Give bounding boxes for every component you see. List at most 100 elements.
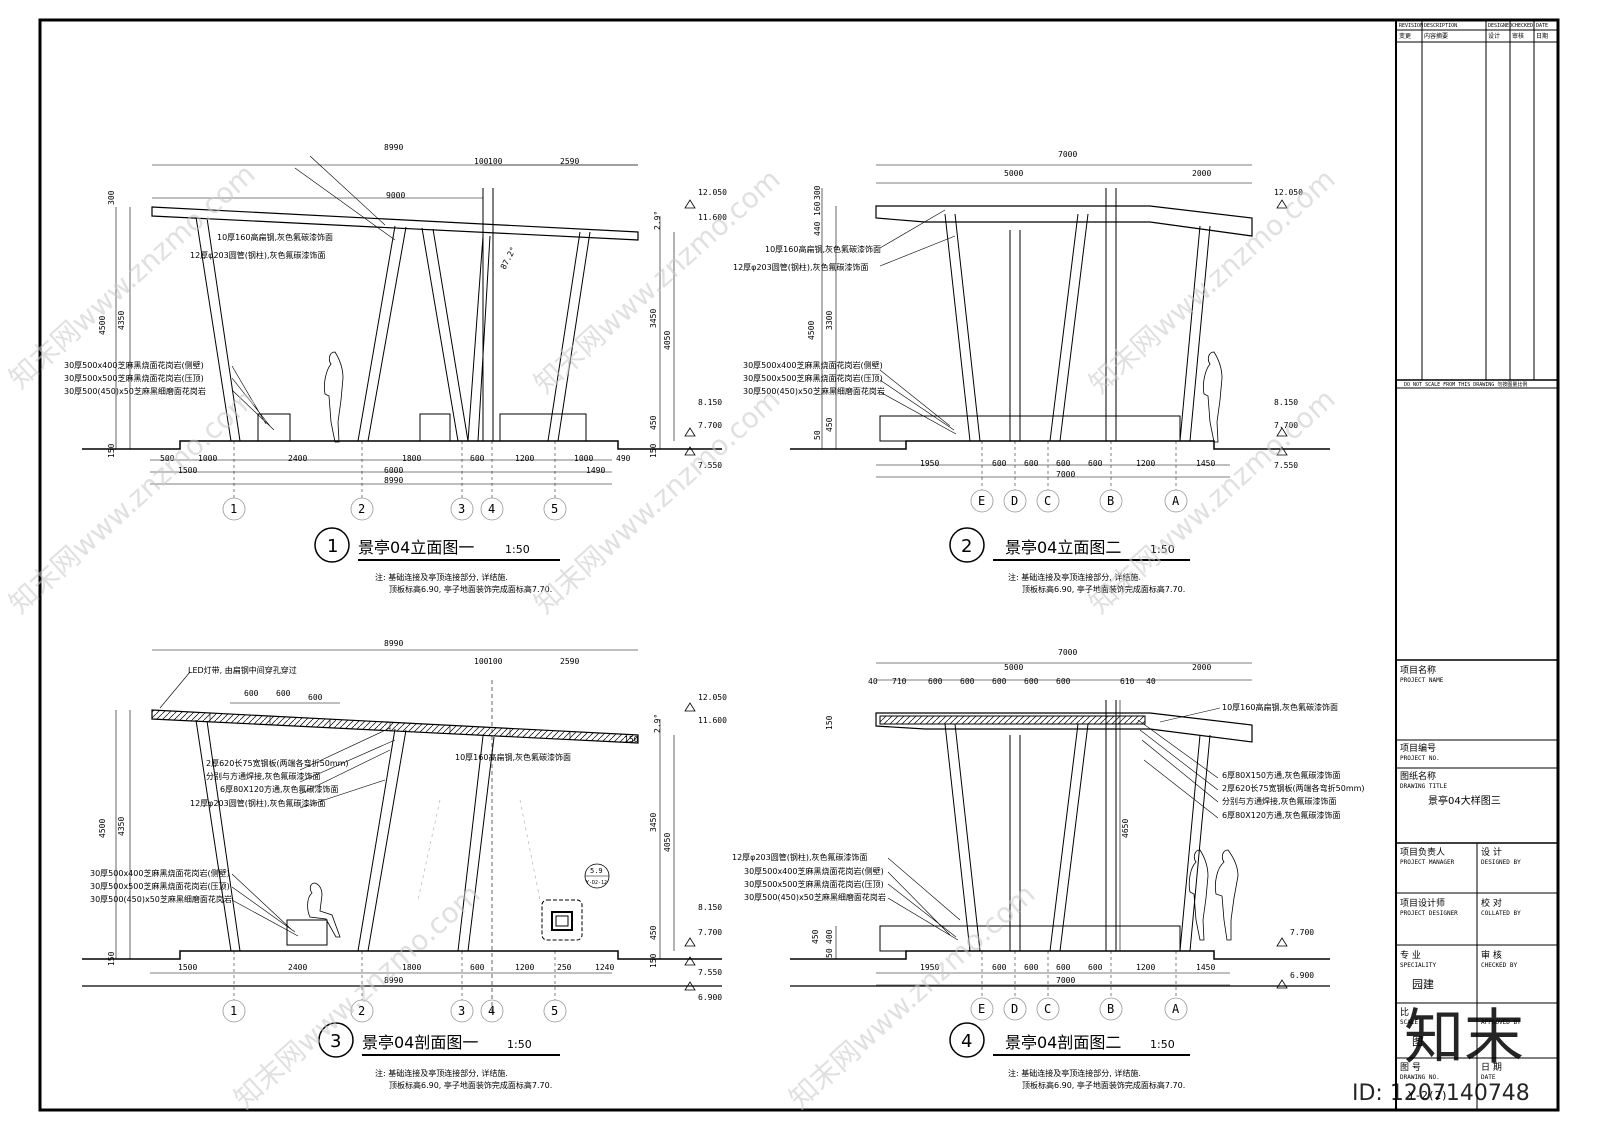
v3-dim-b-0: 1500 bbox=[178, 963, 197, 972]
v2-dim-b-7: 7000 bbox=[1056, 470, 1075, 479]
v2-axis-0: E bbox=[978, 494, 985, 508]
v1-label-0: 10厚160高扁钢,灰色氟碳漆饰面 bbox=[217, 232, 333, 242]
v1-dim-b-11: 8990 bbox=[384, 476, 403, 485]
collated-en: COLLATED BY bbox=[1481, 910, 1521, 917]
v1-dim-r-2: 4050 bbox=[663, 331, 672, 350]
view-2-text: 7000 5000 2000 10厚160高扁钢,灰色氟碳漆饰面 12厚φ203… bbox=[733, 150, 1303, 594]
v2-label-3: 30厚500x500芝麻黑烧面花岗岩(压顶) bbox=[743, 373, 883, 383]
v1-axis-4: 5 bbox=[551, 502, 558, 516]
drawing-no-value: Y-2(2) bbox=[1408, 1089, 1448, 1102]
v2-dim-top-0: 7000 bbox=[1058, 150, 1077, 159]
v3-dim-b-7: 8990 bbox=[384, 976, 403, 985]
scale-value: 图 bbox=[1412, 1035, 1423, 1048]
v3-title: 景亭04剖面图一 bbox=[362, 1033, 478, 1052]
v1-dim-top-4: 9000 bbox=[386, 191, 405, 200]
title-block bbox=[1396, 20, 1558, 1110]
rev-head-cn-5: 日期 bbox=[1536, 32, 1548, 40]
v3-dim-b-6: 1240 bbox=[595, 963, 614, 972]
v4-label-r-1: 6厚80X150方通,灰色氟碳漆饰面 bbox=[1222, 770, 1341, 780]
v3-label-3: 6厚80X120方通,灰色氟碳漆饰面 bbox=[220, 784, 339, 794]
v3-axis-4: 5 bbox=[551, 1004, 558, 1018]
v3-dim-r-3: 4050 bbox=[663, 833, 672, 852]
v2-dim-l-0: 300 bbox=[813, 185, 822, 200]
v1-dim-r-4: 150 bbox=[649, 443, 658, 458]
v3-dim-b-1: 2400 bbox=[288, 963, 307, 972]
v4-dim-top-1: 5000 bbox=[1004, 663, 1023, 672]
v4-axis-3: B bbox=[1107, 1002, 1114, 1016]
v4-level-1: 6.900 bbox=[1290, 971, 1314, 980]
v2-label-2: 30厚500x400芝麻黑烧面花岗岩(侧壁) bbox=[743, 360, 883, 370]
v1-axis-2: 3 bbox=[458, 502, 465, 516]
v2-dim-l-3: 4500 bbox=[807, 321, 816, 340]
checked-en: CHECKED BY bbox=[1481, 962, 1518, 969]
watermark-text-8: 知末网www.znzmo.com bbox=[783, 877, 1042, 1115]
v1-dim-b-2: 2400 bbox=[288, 454, 307, 463]
v4-dim-top-11: 40 bbox=[1146, 677, 1156, 686]
v2-level-2: 7.700 bbox=[1274, 421, 1298, 430]
project-name-en: PROJECT NAME bbox=[1400, 677, 1444, 684]
v3-label-4: 12厚φ203圆管(钢柱),灰色氟碳漆饰面 bbox=[190, 798, 326, 808]
v3-label-7: 30厚500(450)x50芝麻黑细磨面花岗岩 bbox=[90, 894, 232, 904]
watermark-text-3: 知末网www.znzmo.com bbox=[1083, 162, 1342, 400]
v3-level-3: 7.700 bbox=[698, 928, 722, 937]
v4-label-l-0: 12厚φ203圆管(钢柱),灰色氟碳漆饰面 bbox=[732, 852, 868, 862]
v4-dim-b-5: 1200 bbox=[1136, 963, 1155, 972]
checked-cn: 审 核 bbox=[1481, 949, 1502, 961]
pm-en: PROJECT MANAGER bbox=[1400, 859, 1455, 866]
v4-label-l-2: 30厚500x500芝麻黑烧面花岗岩(压顶) bbox=[744, 879, 884, 889]
v4-dim-b-0: 1950 bbox=[920, 963, 939, 972]
v1-dim-r-1: 3450 bbox=[649, 309, 658, 328]
v3-dim-r-1: 150 bbox=[624, 735, 639, 744]
v3-dim-top-6: 600 bbox=[308, 693, 323, 702]
watermark-text-6: 知末网www.znzmo.com bbox=[1083, 382, 1342, 620]
v4-axis-4: A bbox=[1172, 1002, 1180, 1016]
pm-cn: 项目负责人 bbox=[1400, 846, 1445, 858]
v2-num: 2 bbox=[961, 536, 972, 557]
v4-dim-b-7: 7000 bbox=[1056, 976, 1075, 985]
v2-dim-b-3: 600 bbox=[1056, 459, 1071, 468]
v4-dim-mid: 4650 bbox=[1121, 819, 1130, 838]
v3-note-2: 顶板标高6.90, 亭子地面装饰完成面标高7.70. bbox=[389, 1080, 552, 1090]
v4-dim-top-10: 610 bbox=[1120, 677, 1135, 686]
watermark-logo: 知末 bbox=[1404, 1003, 1524, 1073]
v1-label-2: 30厚500x400芝麻黑烧面花岗岩(侧壁) bbox=[64, 360, 204, 370]
v1-dim-l-0: 300 bbox=[107, 190, 116, 205]
v3-led: LED灯带, 由扁钢中间穿孔穿过 bbox=[188, 665, 297, 675]
v3-dim-top-1: 100 bbox=[474, 657, 489, 666]
v1-label-4: 30厚500(450)x50芝麻黑细磨面花岗岩 bbox=[64, 386, 206, 396]
v4-dim-top-5: 600 bbox=[928, 677, 943, 686]
v1-level-2: 8.150 bbox=[698, 398, 722, 407]
v4-dim-top-7: 600 bbox=[992, 677, 1007, 686]
v4-label-r-3: 分别与方通焊接,灰色氟碳漆饰面 bbox=[1222, 796, 1337, 806]
v4-label-l-3: 30厚500(450)x50芝麻黑细磨面花岗岩 bbox=[744, 892, 886, 902]
v1-label-3: 30厚500x500芝麻黑烧面花岗岩(压顶) bbox=[64, 373, 204, 383]
v3-axis-0: 1 bbox=[230, 1004, 237, 1018]
v2-title: 景亭04立面图二 bbox=[1005, 538, 1121, 557]
project-no-cn: 项目编号 bbox=[1400, 742, 1436, 754]
v4-axis-0: E bbox=[978, 1002, 985, 1016]
v1-note-2: 顶板标高6.90, 亭子地面装饰完成面标高7.70. bbox=[389, 584, 552, 594]
v4-dim-l-3: 50 bbox=[825, 948, 834, 958]
v3-label-2: 分别与方通焊接,灰色氟碳漆饰面 bbox=[206, 771, 321, 781]
v3-dim-r-4: 450 bbox=[649, 925, 658, 940]
v3-label-0: 10厚160高扁钢,灰色氟碳漆饰面 bbox=[455, 752, 571, 762]
v1-dim-r-0: 2.9° bbox=[653, 211, 662, 230]
v1-dim-top-2: 100 bbox=[488, 157, 503, 166]
v1-dim-b-4: 600 bbox=[470, 454, 485, 463]
v4-dim-b-4: 600 bbox=[1088, 963, 1103, 972]
v1-title: 景亭04立面图一 bbox=[358, 538, 474, 557]
title-block-text: REVISION DESCRIPTION DESIGNED CHECKED DA… bbox=[1399, 23, 1548, 1102]
v1-axis-0: 1 bbox=[230, 502, 237, 516]
v4-dim-l-0: 150 bbox=[825, 715, 834, 730]
v3-level-5: 6.900 bbox=[698, 993, 722, 1002]
v4-label-r-4: 6厚80X120方通,灰色氟碳漆饰面 bbox=[1222, 810, 1341, 820]
v3-dim-top-0: 8990 bbox=[384, 639, 403, 648]
drawing-title-cn: 图纸名称 bbox=[1400, 770, 1436, 782]
v2-label-1: 12厚φ203圆管(钢柱),灰色氟碳漆饰面 bbox=[733, 262, 869, 272]
drawing-no-en: DRAWING NO. bbox=[1400, 1074, 1440, 1081]
v2-axis-4: A bbox=[1172, 494, 1180, 508]
rev-head-4: CHECKED bbox=[1512, 23, 1533, 29]
v1-dim-b-7: 490 bbox=[616, 454, 631, 463]
v1-scale: 1:50 bbox=[505, 543, 530, 556]
